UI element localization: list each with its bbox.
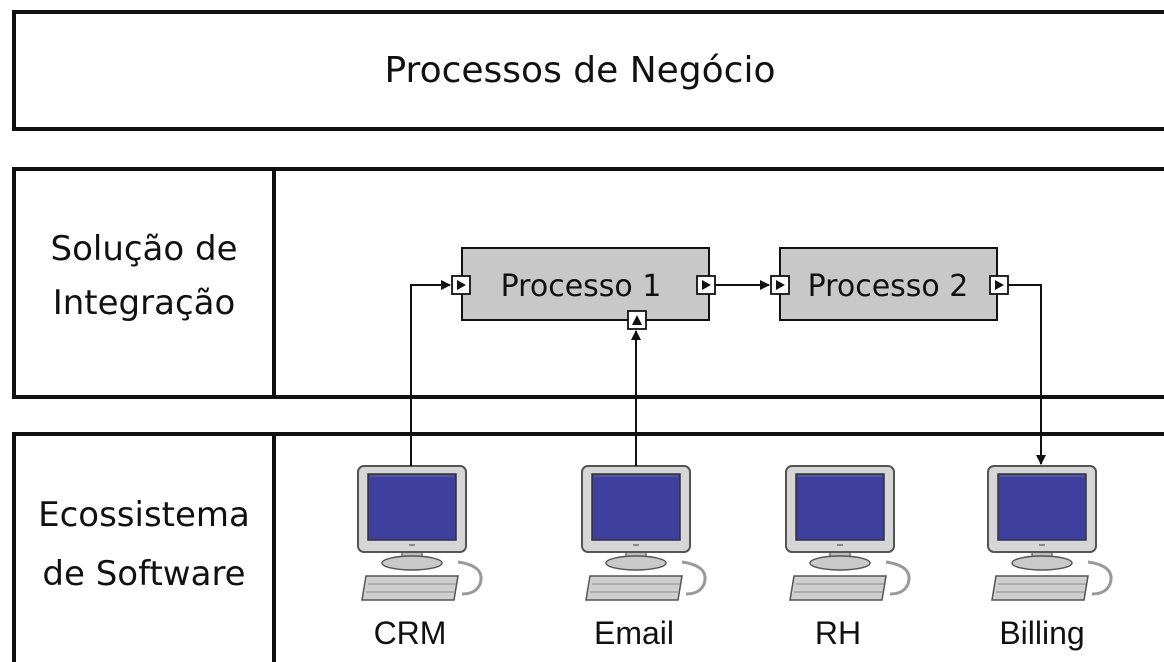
integration-label-line1: Solução de xyxy=(50,229,237,269)
process-box-2[interactable]: Processo 2 xyxy=(770,247,1009,321)
page-title: Processos de Negócio xyxy=(384,50,775,91)
process-1-bottom-port-icon xyxy=(627,310,647,330)
process-box-1[interactable]: Processo 1 xyxy=(451,247,716,330)
crm-to-process1-arrow xyxy=(410,280,451,466)
process-2-input-port-icon xyxy=(770,275,790,295)
process-2-output-port-icon xyxy=(989,275,1009,295)
business-process-band xyxy=(12,10,1164,131)
process-2-label: Processo 2 xyxy=(808,269,969,304)
process-1-label: Processo 1 xyxy=(501,269,662,304)
process2-to-billing-arrow xyxy=(1008,284,1046,465)
email-label: Email xyxy=(594,615,674,651)
rh-label: RH xyxy=(815,615,861,651)
software-label-line2: de Software xyxy=(42,554,245,594)
process-1-input-port-icon xyxy=(451,275,471,295)
software-label-line1: Ecossistema xyxy=(38,495,250,535)
billing-label: Billing xyxy=(999,615,1084,651)
crm-label: CRM xyxy=(374,615,447,651)
integration-label-line2: Integração xyxy=(53,283,236,323)
process-1-output-port-icon xyxy=(696,275,716,295)
